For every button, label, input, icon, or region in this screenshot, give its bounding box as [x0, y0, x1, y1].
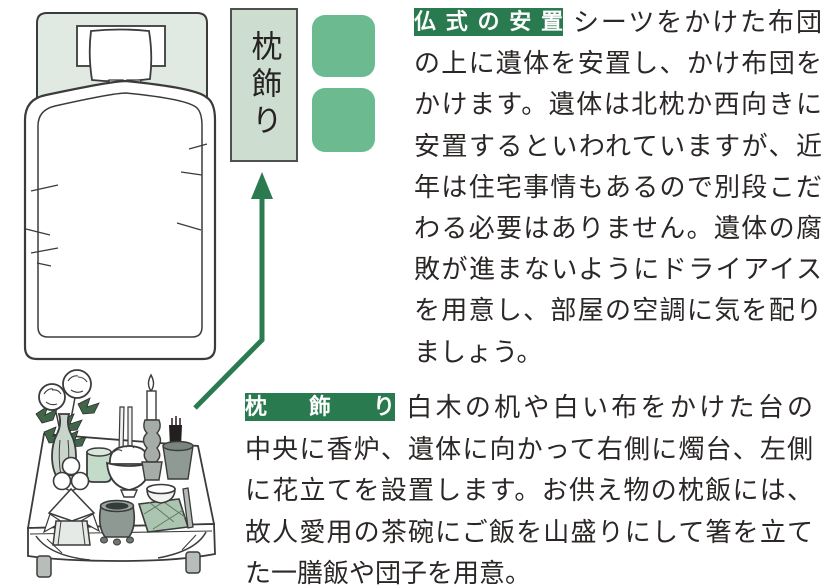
paragraph-line: を用意し、部屋の空調に気を配り [414, 295, 822, 326]
candlestick-icon [141, 373, 163, 481]
arrow-head-icon [251, 172, 273, 199]
paragraph-line: かけます。遺体は北枕か西向きに [414, 89, 822, 120]
paragraph-line: 年は住宅事情もあるので別段こだ [414, 171, 822, 202]
futon [23, 79, 217, 361]
incense-sticks-cup-icon [162, 416, 194, 480]
paragraph-line: ましょう。 [414, 336, 543, 367]
section-badge: 枕飾り [245, 393, 395, 421]
paragraph-line: わる必要はありません。遺体の腐 [414, 212, 822, 243]
incense-burner-icon [98, 499, 136, 546]
paragraph-line: の上に遺体を安置し、かけ布団を [414, 48, 822, 79]
makura-kazari-label: 枕飾り [246, 29, 282, 141]
body-text: シーツをかけた布団 [571, 7, 822, 37]
arrow-shaft [193, 196, 265, 410]
pillow [88, 28, 153, 89]
paragraph-line: 中央に香炉、遺体に向かって右側に燭台、左側 [245, 433, 813, 464]
paragraph-line: 安置するといわれていますが、近 [414, 130, 822, 161]
paragraph-line: に花立てを設置します。お供え物の枕飯には、 [245, 475, 813, 505]
paragraph-line: 敗が進まないようにドライアイス [414, 254, 822, 285]
makura-kazari-label-box: 枕飾り [230, 8, 298, 162]
section-makura-kazari: 枕飾り白木の机や白い布をかけた台の 中央に香炉、遺体に向かって右側に燭台、左側 … [245, 387, 813, 587]
bell-on-cushion-icon [137, 483, 190, 533]
section-badge: 仏式の安置 [414, 8, 563, 36]
section-butsushiki-anchi: 仏式の安置シーツをかけた布団 の上に遺体を安置し、かけ布団を かけます。遺体は北… [414, 2, 822, 373]
paragraph-line: た一膳飯や団子を用意。 [245, 558, 532, 587]
paragraph-line: 仏式の安置シーツをかけた布団 [414, 2, 822, 43]
green-square [312, 88, 375, 152]
makura-kazari-arrow [193, 172, 273, 410]
paragraph-line: 枕飾り白木の机や白い布をかけた台の [245, 387, 813, 429]
rice-bowl-with-chopsticks-icon [105, 406, 153, 498]
tablecloth-folds [35, 531, 207, 561]
green-square [312, 15, 375, 77]
body-text: 白木の机や白い布をかけた台の [403, 392, 813, 422]
futon-crease-lines [25, 143, 208, 267]
table-leg [36, 555, 52, 578]
bed-illustration [23, 12, 217, 361]
bell-stick-icon [182, 487, 194, 529]
altar-table-illustration [26, 369, 216, 578]
paragraph-line: 故人愛用の茶碗にご飯を山盛りにして箸を立て [245, 516, 813, 547]
table-leg [185, 551, 201, 574]
dango-offering-icon [42, 456, 101, 546]
